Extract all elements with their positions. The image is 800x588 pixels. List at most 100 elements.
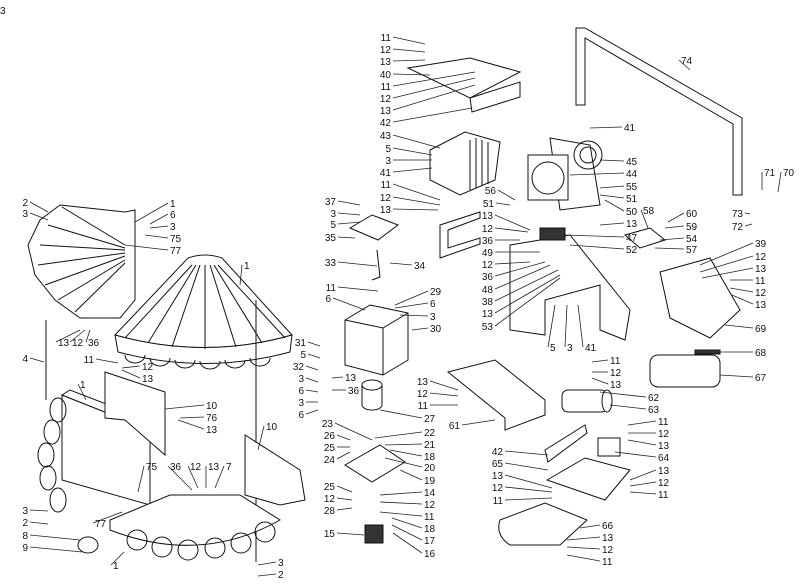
leader-line [29,212,49,221]
part-callout: 3 [385,156,432,167]
part-number-label: 18 [424,524,436,535]
part-number-label: 26 [324,431,336,442]
part-callout: 12 [592,368,622,379]
part-callout: 51 [483,199,511,210]
part-callout: 60 [667,209,698,223]
part-callout: 44 [569,169,638,180]
leader-line [187,465,199,489]
part-callout: 30 [411,324,442,335]
part-number-label: 65 [492,459,504,470]
leader-line [494,227,529,233]
part-callout: 12 [380,193,441,206]
part-number-label: 3 [278,558,284,569]
part-number-label: 20 [424,463,436,474]
switch-bracket [623,227,667,249]
leader-line [379,511,423,517]
part-number-label: 57 [686,245,698,256]
part-number-label: 11 [602,557,613,568]
leader-line [391,517,423,529]
part-callout: 25 [324,482,353,493]
part-callout: 12 [628,429,670,440]
part-callout: 11 [326,283,379,294]
part-callout: 13 [482,274,561,320]
leader-line [654,247,685,250]
leader-line [85,329,91,343]
motor-62 [561,389,613,413]
part-callout: 7 [214,462,232,489]
leader-line [332,297,366,311]
part-number-label: 13 [610,380,622,391]
part-callout: 6 [149,210,176,225]
strip-68 [694,349,721,355]
part-number-label: 21 [424,440,436,451]
part-callout: 68 [720,348,767,359]
part-number-label: 27 [424,414,436,425]
part-number-label: 63 [648,405,660,416]
electronics-bracket [509,227,631,341]
part-callout: 3 [564,304,573,354]
leader-line [331,376,344,379]
leader-line [389,262,413,266]
frame-74 [575,27,743,196]
part-number-label: 8 [22,531,28,542]
part-callout: 45 [599,157,638,168]
part-number-label: 9 [22,543,28,554]
leader-line [336,532,365,536]
leader-line [374,431,423,439]
part-number-label: 39 [755,239,767,250]
part-callout: 3 [399,312,436,323]
part-callout: 11 [627,417,669,428]
leader-line [547,304,556,348]
part-callout: 4 [22,354,45,365]
part-callout: 34 [389,261,426,272]
part-number-label: 36 [482,272,494,283]
part-number-label: 13 [492,471,504,482]
part-callout: 11 [381,180,441,201]
part-number-label: 41 [380,168,392,179]
left-fan-chute [27,204,136,319]
leader-line [392,183,441,201]
leader-line [569,172,625,176]
leader-line [29,521,49,525]
part-number-label: 29 [430,287,442,298]
part-callout: 12 [629,478,670,489]
leader-line [494,274,561,314]
part-number-label: 75 [170,234,182,245]
leader-line [394,302,429,309]
bracket-34 [439,211,481,259]
part-number-label: 2 [22,518,28,529]
part-number-label: 67 [755,373,767,384]
part-callout: 2 [22,198,49,213]
part-number-label: 36 [348,386,360,397]
part-callout: 59 [664,222,698,233]
leader-line [29,534,81,541]
leader-line [627,420,657,426]
part-callout: 11 [629,490,669,501]
part-callout: 36 [85,329,100,349]
part-callout: 19 [399,469,436,487]
leader-line [701,267,754,279]
part-callout: 27 [379,409,436,425]
part-callout: 5 [300,350,321,361]
leader-line [337,200,361,206]
part-callout: 41 [577,304,597,354]
part-number-label: 14 [424,488,436,499]
part-callout: 13 [627,439,670,452]
leader-line [504,450,549,456]
part-number-label: 13 [602,533,614,544]
part-number-label: 61 [449,421,461,432]
leader-line [239,264,243,286]
part-callout: 6 [298,386,319,397]
leader-line [699,242,754,266]
part-callout: 1 [134,199,176,223]
part-number-label: 12 [610,368,622,379]
bracket-42-lower [544,424,588,463]
part-number-label: 5 [300,350,306,361]
part-callout: 12 [482,224,529,235]
part-callout: 53 [482,277,561,333]
leader-line [392,208,439,211]
part-number-label: 12 [492,483,504,494]
part-number-label: 73 [732,209,744,220]
leader-line [110,551,125,566]
